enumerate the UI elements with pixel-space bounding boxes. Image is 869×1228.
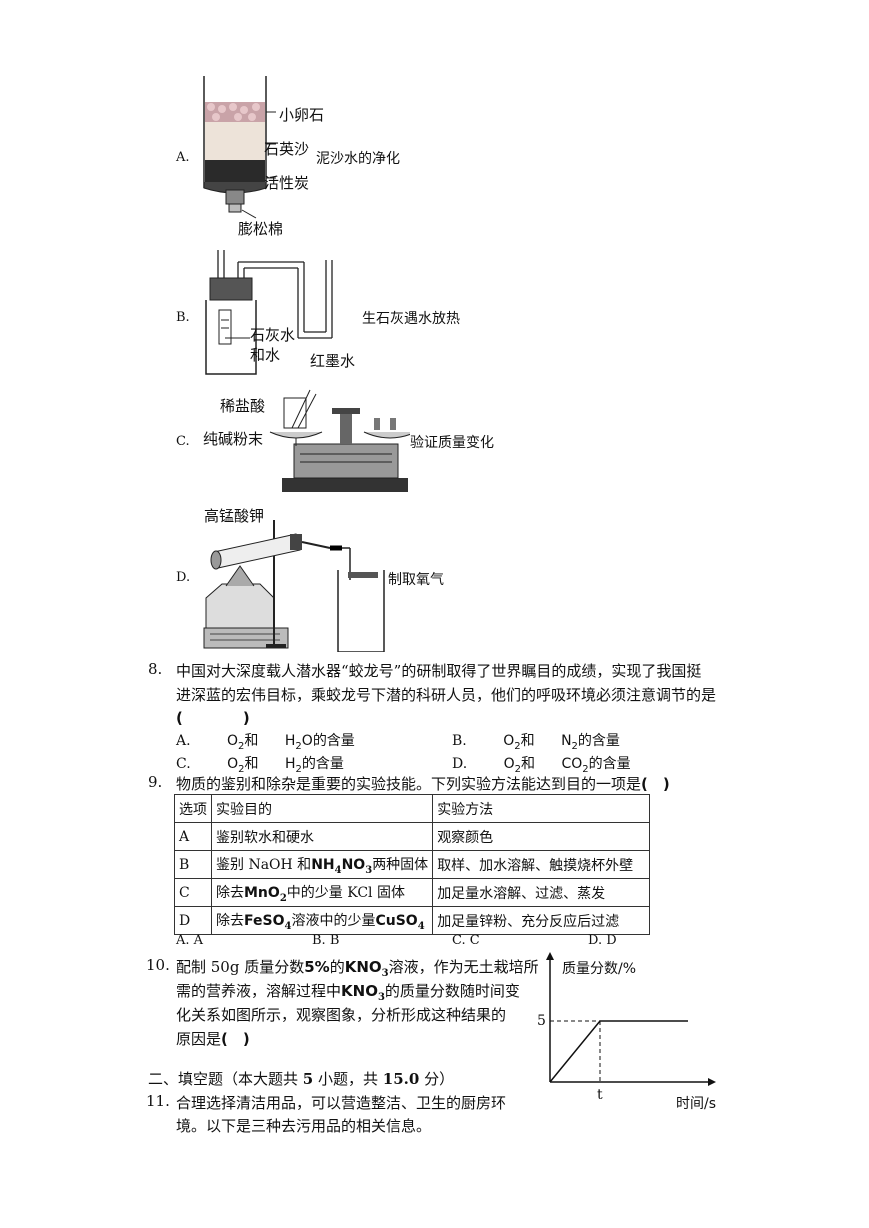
q9-choice-b[interactable]: B. B bbox=[312, 933, 340, 948]
q9-table: 选项 实验目的 实验方法 A 鉴别软水和硬水 观察颜色 B 鉴别 NaOH 和N… bbox=[174, 794, 651, 935]
q8-number: 8. bbox=[148, 660, 163, 678]
label-and-water: 和水 bbox=[250, 346, 281, 364]
q10-line1: 配制 50g 质量分数5%的KNO3溶液，作为无土栽培所 bbox=[176, 958, 539, 979]
q10-number: 10. bbox=[146, 956, 170, 974]
label-quartz-sand: 石英沙 bbox=[264, 140, 310, 158]
table-row: A 鉴别软水和硬水 观察颜色 bbox=[174, 822, 651, 851]
option-a-caption: 泥沙水的净化 bbox=[316, 151, 400, 167]
option-b-letter: B. bbox=[176, 310, 190, 325]
label-pebbles: 小卵石 bbox=[279, 106, 325, 124]
q11-line1: 合理选择清洁用品，可以营造整洁、卫生的厨房环 bbox=[176, 1094, 507, 1112]
oxygen-setup-figure bbox=[203, 520, 385, 652]
q8-answer-paren: ( ) bbox=[176, 709, 250, 727]
q9-choice-c[interactable]: C. C bbox=[452, 933, 480, 948]
q9-number: 9. bbox=[148, 773, 163, 791]
section-2-title: 二、填空题（本大题共 5 小题，共 15.0 分） bbox=[148, 1070, 455, 1088]
option-a-letter: A. bbox=[176, 150, 190, 165]
label-lime: 石灰水 bbox=[250, 326, 296, 344]
q11-line2: 境。以下是三种去污用品的相关信息。 bbox=[176, 1117, 432, 1135]
q10-line3: 化关系如图所示，观察图象，分析形成这种结果的 bbox=[176, 1006, 507, 1024]
q11-number: 11. bbox=[146, 1092, 170, 1110]
table-header-row: 选项 实验目的 实验方法 bbox=[174, 794, 651, 823]
option-d-caption: 制取氧气 bbox=[388, 572, 444, 588]
label-kmno4: 高锰酸钾 bbox=[204, 507, 265, 525]
label-red-ink: 红墨水 bbox=[310, 352, 356, 370]
label-dilute-hcl: 稀盐酸 bbox=[220, 397, 266, 415]
q8-option-b[interactable]: B. O2和 N2的含量 bbox=[452, 733, 620, 752]
option-d-letter: D. bbox=[176, 570, 191, 585]
water-filter-figure bbox=[203, 76, 276, 219]
q8-option-c[interactable]: C. O2和 H2的含量 bbox=[176, 756, 344, 775]
balance-figure bbox=[269, 389, 410, 492]
q8-option-d[interactable]: D. O2和 CO2的含量 bbox=[452, 756, 631, 775]
x-axis-arrow bbox=[708, 1078, 716, 1086]
q10-line2: 需的营养液，溶解过程中KNO3的质量分数随时间变 bbox=[176, 982, 520, 1003]
table-row: B 鉴别 NaOH 和NH4NO3两种固体 取样、加水溶解、触摸烧杯外壁 bbox=[174, 850, 651, 879]
option-c-caption: 验证质量变化 bbox=[410, 435, 494, 451]
mass-fraction-chart bbox=[546, 952, 716, 1086]
q8-stem-line1: 中国对大深度载人潜水器“蛟龙号”的研制取得了世界瞩目的成绩，实现了我国挺 bbox=[176, 662, 702, 680]
series-line bbox=[549, 1020, 688, 1083]
label-cotton: 膨松棉 bbox=[238, 220, 284, 238]
q8-stem-line2: 进深蓝的宏伟目标，乘蛟龙号下潜的科研人员，他们的呼吸环境必须注意调节的是 bbox=[176, 686, 717, 704]
q8-option-a[interactable]: A. O2和 H2O的含量 bbox=[176, 733, 355, 752]
chart-x-tick: t bbox=[597, 1087, 603, 1103]
q10-line4: 原因是( ) bbox=[176, 1030, 250, 1048]
chart-ylabel: 质量分数/% bbox=[562, 961, 637, 977]
table-row: C 除去MnO2中的少量 KCl 固体 加足量水溶解、过滤、蒸发 bbox=[174, 878, 651, 907]
y-axis-arrow bbox=[546, 952, 554, 960]
q9-stem: 物质的鉴别和除杂是重要的实验技能。下列实验方法能达到目的一项是( ) bbox=[176, 775, 670, 793]
chart-y-tick: 5 bbox=[537, 1013, 546, 1029]
label-activated-carbon: 活性炭 bbox=[264, 174, 310, 192]
option-b-caption: 生石灰遇水放热 bbox=[362, 311, 460, 327]
label-soda-powder: 纯碱粉末 bbox=[203, 430, 264, 448]
quicklime-figure bbox=[205, 250, 333, 375]
chart-xlabel: 时间/s bbox=[676, 1096, 717, 1112]
table-row: D 除去FeSO4溶液中的少量CuSO4 加足量锌粉、充分反应后过滤 bbox=[174, 906, 651, 935]
option-c-letter: C. bbox=[176, 434, 190, 449]
q9-choice-a[interactable]: A. A bbox=[176, 933, 204, 948]
q9-choice-d[interactable]: D. D bbox=[588, 933, 617, 948]
